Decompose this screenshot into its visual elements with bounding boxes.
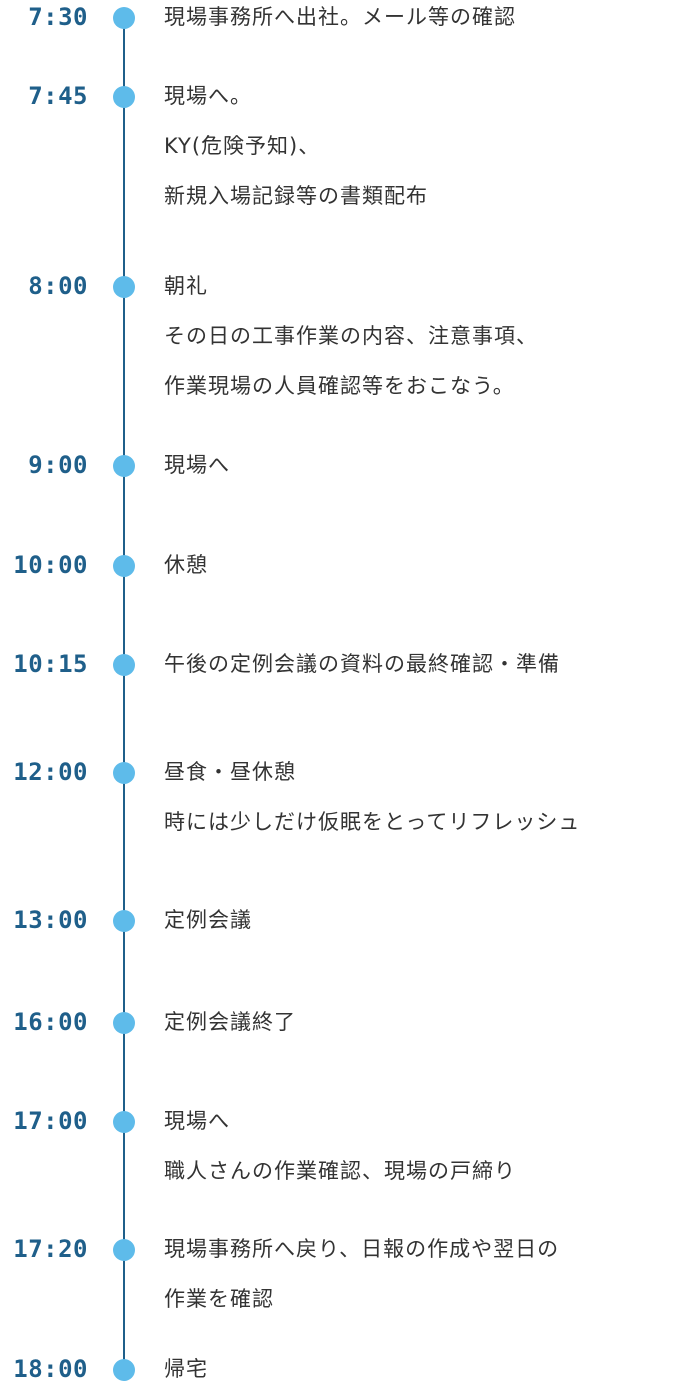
event-time: 7:45 (28, 82, 88, 110)
timeline-dot (113, 1239, 135, 1261)
event-description: 現場事務所へ出社。メール等の確認 (164, 3, 516, 31)
event-text: 朝礼 (164, 274, 208, 298)
event-text: 現場事務所へ戻り、日報の作成や翌日の (164, 1237, 560, 1261)
event-text: 現場事務所へ出社。メール等の確認 (164, 5, 516, 29)
event-text: 現場へ。 (164, 84, 252, 108)
event-text: 職人さんの作業確認、現場の戸締り (164, 1159, 516, 1183)
event-time: 16:00 (13, 1008, 88, 1036)
timeline-dot (113, 86, 135, 108)
event-text: 定例会議 (164, 908, 252, 932)
event-text: 休憩 (164, 553, 208, 577)
event-text: 昼食・昼休憩 (164, 760, 296, 784)
event-description: 現場へ 職人さんの作業確認、現場の戸締り (164, 1107, 516, 1185)
event-text: その日の工事作業の内容、注意事項、 (164, 324, 538, 348)
timeline-line (123, 14, 125, 1372)
event-text: KY(危険予知)、 (164, 134, 321, 158)
event-description: 現場事務所へ戻り、日報の作成や翌日の 作業を確認 (164, 1235, 559, 1313)
timeline-dot (113, 1012, 135, 1034)
timeline-dot (113, 555, 135, 577)
event-description: 定例会議 (164, 906, 252, 934)
event-description: 朝礼 その日の工事作業の内容、注意事項、 作業現場の人員確認等をおこなう。 (164, 272, 538, 400)
event-text: 作業を確認 (164, 1287, 274, 1311)
event-text: 現場へ (164, 1109, 230, 1133)
timeline-dot (113, 910, 135, 932)
timeline-dot (113, 762, 135, 784)
event-time: 12:00 (13, 758, 88, 786)
event-text: 作業現場の人員確認等をおこなう。 (164, 374, 515, 398)
event-time: 8:00 (28, 272, 88, 300)
timeline-dot (113, 7, 135, 29)
event-text: 新規入場記録等の書類配布 (164, 184, 428, 208)
event-description: 現場へ (164, 451, 230, 479)
event-description: 休憩 (164, 551, 208, 579)
timeline-dot (113, 455, 135, 477)
event-time: 13:00 (13, 906, 88, 934)
event-text: 定例会議終了 (164, 1010, 296, 1034)
timeline-dot (113, 1359, 135, 1381)
event-description: 帰宅 (164, 1355, 208, 1383)
event-text: 現場へ (164, 453, 230, 477)
event-text: 帰宅 (164, 1357, 208, 1381)
event-description: 定例会議終了 (164, 1008, 296, 1036)
event-time: 18:00 (13, 1355, 88, 1383)
event-time: 17:20 (13, 1235, 88, 1263)
event-time: 9:00 (28, 451, 88, 479)
event-description: 現場へ。 KY(危険予知)、 新規入場記録等の書類配布 (164, 82, 428, 210)
timeline-dot (113, 276, 135, 298)
event-description: 午後の定例会議の資料の最終確認・準備 (164, 650, 560, 678)
event-text: 時には少しだけ仮眠をとってリフレッシュ (164, 810, 581, 834)
event-text: 午後の定例会議の資料の最終確認・準備 (164, 652, 560, 676)
event-description: 昼食・昼休憩 時には少しだけ仮眠をとってリフレッシュ (164, 758, 580, 836)
timeline-dot (113, 654, 135, 676)
timeline-dot (113, 1111, 135, 1133)
event-time: 17:00 (13, 1107, 88, 1135)
event-time: 10:15 (13, 650, 88, 678)
event-time: 7:30 (28, 3, 88, 31)
event-time: 10:00 (13, 551, 88, 579)
